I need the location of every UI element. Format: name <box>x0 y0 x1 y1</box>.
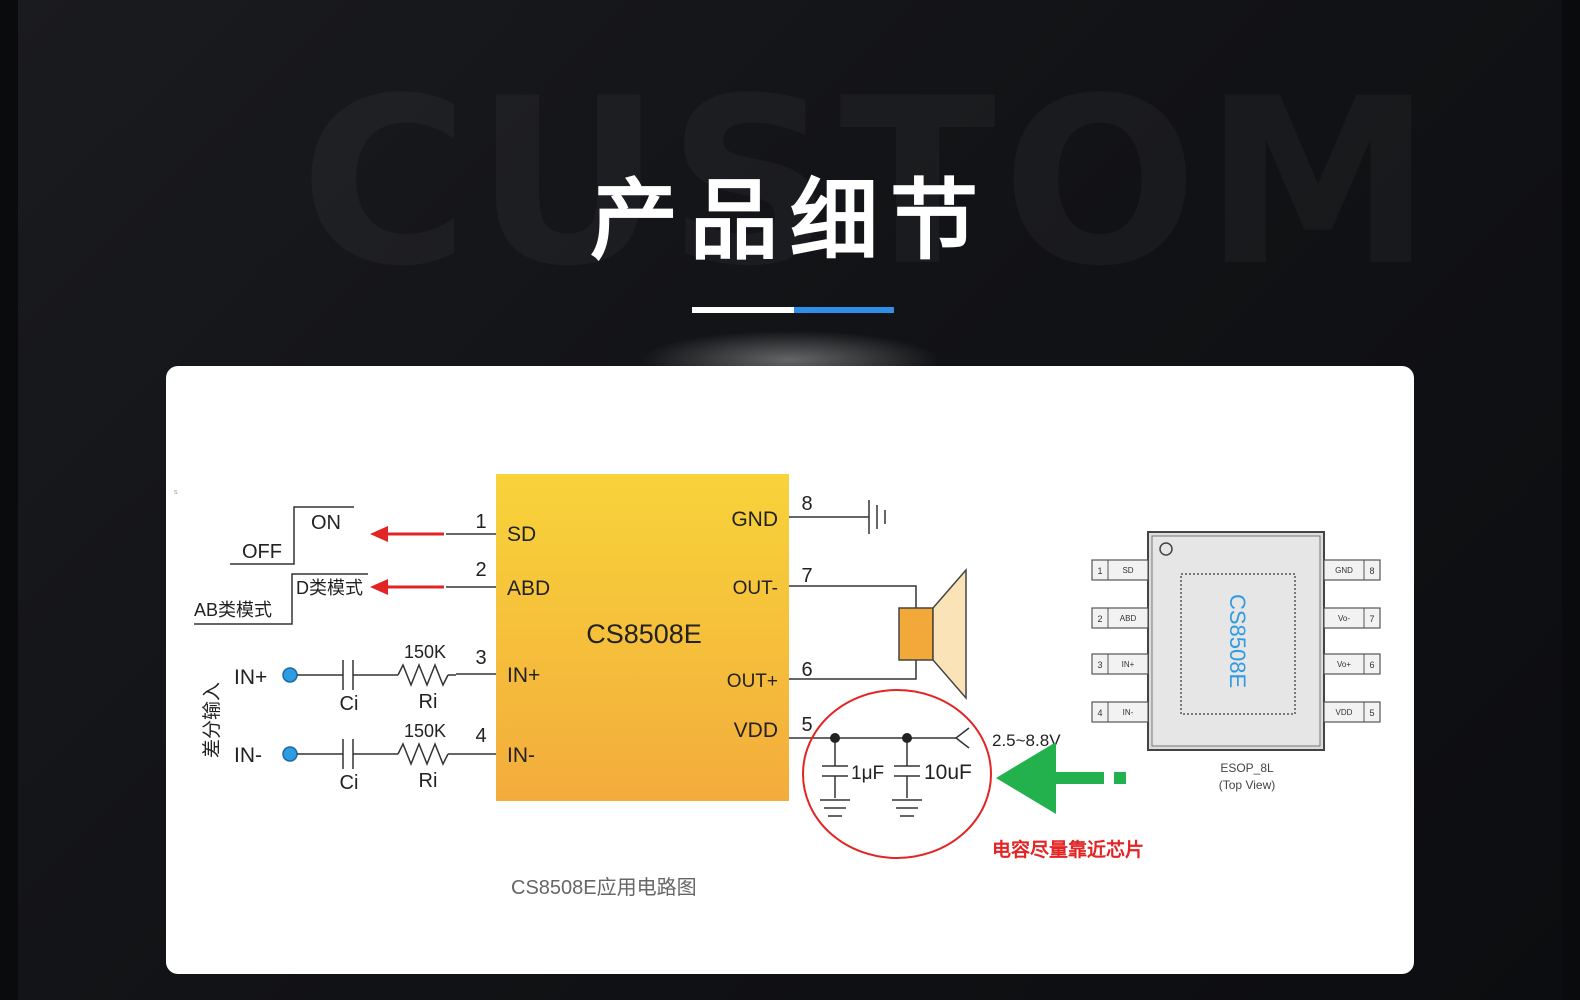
pin-8-number: 8 <box>801 493 812 515</box>
package-pin-name: Vo- <box>1338 614 1350 623</box>
res-value-2: 150K <box>404 721 446 741</box>
pin-4-name: IN- <box>507 744 535 767</box>
underline-blue-segment <box>794 307 894 313</box>
supply-voltage-label: 2.5~8.8V <box>992 731 1061 750</box>
title-underline <box>692 307 894 313</box>
package-pin-number: 7 <box>1369 614 1374 624</box>
cap-label-1: Ci <box>340 693 359 715</box>
underline-white-segment <box>692 307 794 313</box>
cap-1uf-label: 1μF <box>851 763 884 784</box>
capacitor-highlight-circle <box>802 689 992 859</box>
in-plus-terminal <box>282 667 298 683</box>
red-arrow-sd-icon <box>370 526 444 542</box>
amplifier-chip <box>496 474 789 801</box>
diff-input-label: 差分输入 <box>201 682 223 758</box>
right-frame <box>1562 0 1580 1000</box>
package-pin-name: ABD <box>1120 614 1137 623</box>
pin-1-number: 1 <box>475 511 486 533</box>
switch-off-label: OFF <box>242 541 282 563</box>
circuit-diagram: CS8508E 1 SD 2 ABD 3 IN+ 4 IN- GND OUT- … <box>174 474 1381 899</box>
switch-on-label: ON <box>311 512 341 534</box>
corner-mark: s <box>174 489 178 496</box>
package-pin-left <box>1091 653 1149 675</box>
package-pin-right <box>1323 653 1381 675</box>
package-view: (Top View) <box>1219 778 1275 792</box>
pin-1-name: SD <box>507 523 536 546</box>
res-label-1: Ri <box>419 691 438 713</box>
package-pin-right <box>1323 559 1381 581</box>
package-pin-name: GND <box>1335 566 1353 575</box>
pin-5-number: 5 <box>801 714 812 736</box>
package-drawing <box>1147 531 1325 751</box>
package-pin-name: Vo+ <box>1337 660 1351 669</box>
package-pin-number: 4 <box>1097 708 1102 718</box>
package-pin-name: IN- <box>1123 708 1134 717</box>
pin-3-number: 3 <box>475 647 486 669</box>
pin-2-number: 2 <box>475 559 486 581</box>
cap-10uf-label: 10uF <box>924 761 972 784</box>
package-name: ESOP_8L <box>1220 761 1274 775</box>
mode-d-label: D类模式 <box>296 578 363 598</box>
pin-3-name: IN+ <box>507 664 540 687</box>
package-pin-name: VDD <box>1336 708 1353 717</box>
package-pin-number: 3 <box>1097 660 1102 670</box>
package-pin-number: 8 <box>1369 566 1374 576</box>
red-arrow-abd-icon <box>370 579 444 595</box>
pin-7-name: OUT- <box>733 578 778 599</box>
package-pin-right <box>1323 701 1381 723</box>
pin-4-number: 4 <box>475 725 486 747</box>
pin-2-name: ABD <box>507 577 550 600</box>
package-pin-number: 5 <box>1369 708 1374 718</box>
mode-ab-label: AB类模式 <box>194 600 272 620</box>
pin-8-name: GND <box>731 508 778 531</box>
package-pin-left <box>1091 559 1149 581</box>
left-frame <box>0 0 18 1000</box>
cap-label-2: Ci <box>340 772 359 794</box>
package-pin-right <box>1323 607 1381 629</box>
pin-7-number: 7 <box>801 565 812 587</box>
in-minus-label: IN- <box>234 744 262 767</box>
package-pin-left <box>1091 701 1149 723</box>
pin-5-name: VDD <box>734 719 778 742</box>
vdd-junction-2 <box>902 733 912 743</box>
package-pin-number: 1 <box>1097 566 1102 576</box>
vdd-junction-1 <box>830 733 840 743</box>
note-text: 电容尽量靠近芯片 <box>992 838 1144 861</box>
circuit-card: CS8508E 1 SD 2 ABD 3 IN+ 4 IN- GND OUT- … <box>166 366 1414 974</box>
package-pin-number: 6 <box>1369 660 1374 670</box>
speaker-icon <box>898 567 967 701</box>
green-arrow-icon <box>996 742 1126 814</box>
package-pin-number: 2 <box>1097 614 1102 624</box>
res-value-1: 150K <box>404 642 446 662</box>
in-minus-terminal <box>282 746 298 762</box>
pin-6-number: 6 <box>801 659 812 681</box>
package-pin-name: IN+ <box>1122 660 1135 669</box>
package-pin-name: SD <box>1122 566 1133 575</box>
in-plus-label: IN+ <box>234 666 267 689</box>
res-label-2: Ri <box>419 770 438 792</box>
ground-symbol <box>789 500 886 534</box>
pin-6-name: OUT+ <box>727 671 778 692</box>
chip-name: CS8508E <box>586 619 702 649</box>
page-title: 产品细节 <box>589 169 990 272</box>
diagram-caption: CS8508E应用电路图 <box>511 876 697 899</box>
package-pin-left <box>1091 607 1149 629</box>
package-chip-text: CS8508E <box>1225 594 1250 688</box>
